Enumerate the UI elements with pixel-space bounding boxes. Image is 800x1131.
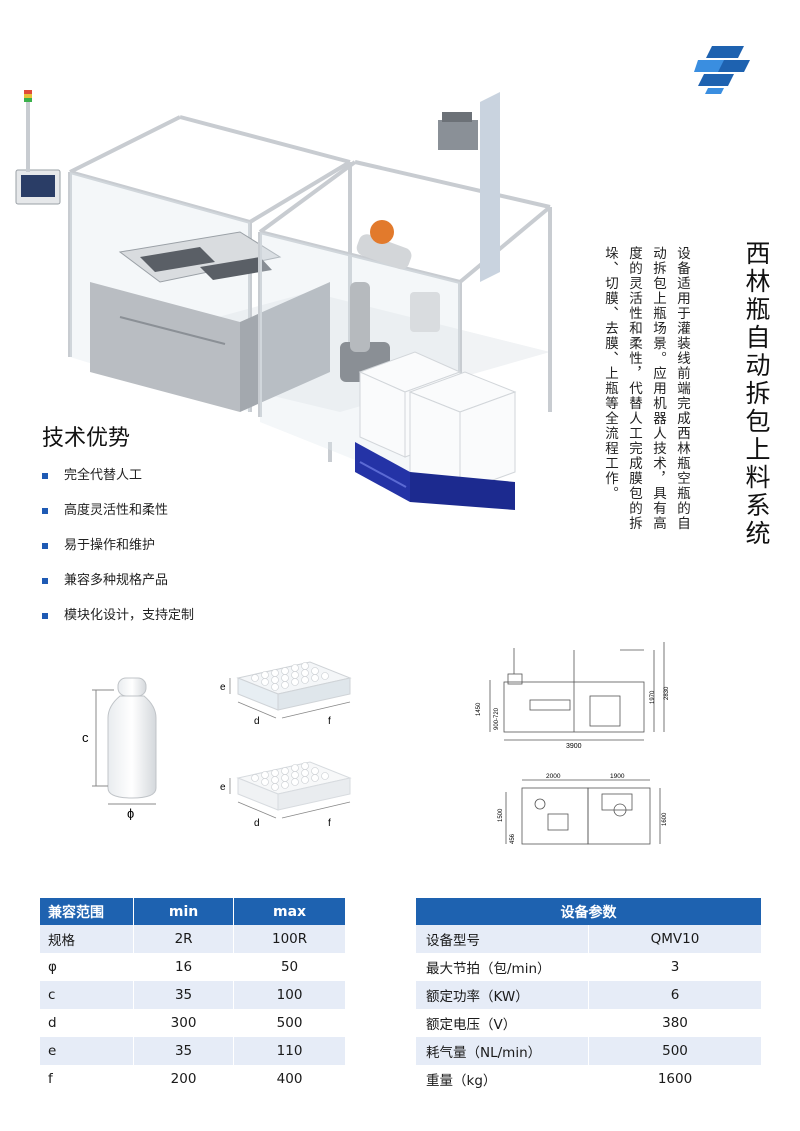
bullet-icon	[42, 508, 48, 514]
tray-height-label: e	[220, 682, 226, 693]
top-d1-label: 1500	[498, 808, 504, 822]
table-cell: 35	[133, 981, 235, 1009]
advantage-text: 兼容多种规格产品	[64, 573, 169, 588]
table-cell: 耗气量（NL/min）	[416, 1037, 589, 1065]
table-cell: 500	[233, 1009, 346, 1037]
page-title: 西林瓶自动拆包上料系统	[742, 240, 771, 548]
table-cell: 380	[588, 1009, 762, 1037]
bullet-icon	[42, 578, 48, 584]
table-cell: 200	[133, 1065, 235, 1093]
advantage-text: 高度灵活性和柔性	[64, 503, 169, 518]
vial-diagram: c ɸ	[82, 677, 157, 820]
top-w1-label: 2000	[546, 773, 561, 780]
table-row: 额定电压（V） 380	[416, 1009, 762, 1037]
table-cell: c	[40, 981, 134, 1009]
table-row: d 300 500	[40, 1009, 346, 1037]
advantage-item: 兼容多种规格产品	[42, 571, 194, 606]
plan-width-label: 3900	[566, 743, 582, 750]
table-row: c 35 100	[40, 981, 346, 1009]
advantage-item: 模块化设计，支持定制	[42, 606, 194, 641]
table-cell: 最大节拍（包/min）	[416, 953, 589, 981]
company-logo	[694, 46, 750, 94]
bullet-icon	[42, 543, 48, 549]
table-header: min	[133, 898, 235, 925]
table-cell: 6	[588, 981, 762, 1009]
table-cell: e	[40, 1037, 134, 1065]
table-cell: 100R	[233, 925, 346, 953]
table-row: e 35 110	[40, 1037, 346, 1065]
table-row: 耗气量（NL/min） 500	[416, 1037, 762, 1065]
table-header: 兼容范围	[40, 898, 134, 925]
table-cell: f	[40, 1065, 134, 1093]
table-row: 设备型号 QMV10	[416, 925, 762, 953]
advantages-list: 完全代替人工 高度灵活性和柔性 易于操作和维护 兼容多种规格产品 模块化设计，支…	[42, 466, 194, 641]
table-row: 最大节拍（包/min） 3	[416, 953, 762, 981]
table-cell: 3	[588, 953, 762, 981]
tray-depth-label: d	[254, 716, 260, 727]
tray2-depth-label: d	[254, 818, 260, 829]
table-cell: 重量（kg）	[416, 1065, 589, 1093]
advantage-text: 易于操作和维护	[64, 538, 156, 553]
advantage-text: 模块化设计，支持定制	[64, 608, 195, 623]
table-cell: 额定电压（V）	[416, 1009, 589, 1037]
table-cell: 50	[233, 953, 346, 981]
table-row: f 200 400	[40, 1065, 346, 1093]
table-cell: 额定功率（KW）	[416, 981, 589, 1009]
table-cell: 2R	[133, 925, 235, 953]
table-cell: φ	[40, 953, 134, 981]
advantages-heading: 技术优势	[42, 426, 131, 451]
machine-illustration	[15, 90, 552, 510]
tray-width-label: f	[328, 716, 331, 727]
table-row: 重量（kg） 1600	[416, 1065, 762, 1093]
table-cell: QMV10	[588, 925, 762, 953]
table-header: 设备参数	[416, 898, 762, 925]
plan-h3-label: 1970	[650, 690, 656, 704]
parameters-table: 设备参数 设备型号 QMV10 最大节拍（包/min） 3 额定功率（KW） 6…	[416, 898, 762, 1093]
plan-h2-label: 900-720	[494, 707, 500, 730]
table-cell: 35	[133, 1037, 235, 1065]
tray2-height-label: e	[220, 782, 226, 793]
table-row: φ 16 50	[40, 953, 346, 981]
bullet-icon	[42, 473, 48, 479]
table-row: 规格 2R 100R	[40, 925, 346, 953]
table-cell: 300	[133, 1009, 235, 1037]
table-header: max	[233, 898, 346, 925]
bottle-diameter-label: ɸ	[127, 806, 134, 820]
top-d3-label: 1600	[662, 812, 668, 826]
table-row: 额定功率（KW） 6	[416, 981, 762, 1009]
advantage-item: 高度灵活性和柔性	[42, 501, 194, 536]
plan-h1-label: 1450	[476, 702, 482, 716]
table-cell: 设备型号	[416, 925, 589, 953]
front-elevation-drawing: 3900 1450 900-720 1970 2830	[476, 642, 670, 750]
advantage-text: 完全代替人工	[64, 468, 143, 483]
plan-h4-label: 2830	[664, 686, 670, 700]
bullet-icon	[42, 613, 48, 619]
table-cell: 500	[588, 1037, 762, 1065]
top-view-drawing: 2000 1900 1500 456 1600	[498, 773, 668, 845]
advantage-item: 完全代替人工	[42, 466, 194, 501]
top-w2-label: 1900	[610, 773, 625, 780]
bottle-height-label: c	[82, 730, 89, 745]
top-d2-label: 456	[510, 833, 516, 844]
advantage-item: 易于操作和维护	[42, 536, 194, 571]
tray2-width-label: f	[328, 818, 331, 829]
table-cell: 110	[233, 1037, 346, 1065]
table-cell: 16	[133, 953, 235, 981]
table-cell: 1600	[588, 1065, 762, 1093]
table-cell: 100	[233, 981, 346, 1009]
pack-diagram-1: e d f	[220, 661, 352, 727]
table-cell: d	[40, 1009, 134, 1037]
compatibility-table: 兼容范围 min max 规格 2R 100R φ 16 50 c 35 100…	[40, 898, 346, 1093]
pack-diagram-2: e d f	[220, 761, 352, 829]
table-cell: 400	[233, 1065, 346, 1093]
table-cell: 规格	[40, 925, 134, 953]
product-description: 设备适用于灌装线前端完成西林瓶空瓶的自动拆包上瓶场景。应用机器人技术，具有高度的…	[602, 246, 690, 531]
